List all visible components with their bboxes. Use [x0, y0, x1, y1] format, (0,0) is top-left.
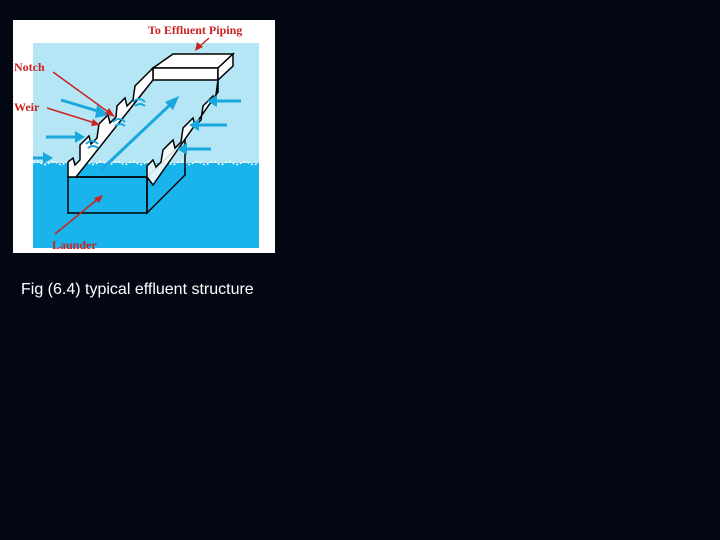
effluent-structure-diagram: To Effluent Piping Notch Weir Launder: [13, 20, 275, 253]
inflow-arrows-left: [33, 98, 109, 164]
launder-flow-arrow: [99, 96, 179, 172]
label-to-effluent-piping: To Effluent Piping: [148, 23, 242, 37]
notch-overflow-splashes: [85, 98, 146, 149]
inflow-arrows-right: [177, 95, 241, 155]
label-notch: Notch: [14, 60, 45, 74]
figure-caption: Fig (6.4) typical effluent structure: [21, 281, 254, 298]
label-pointers: [46, 37, 210, 235]
launder-structure: [67, 52, 235, 215]
water-panel: [33, 163, 259, 248]
label-launder: Launder: [52, 238, 97, 252]
label-weir: Weir: [14, 100, 40, 114]
